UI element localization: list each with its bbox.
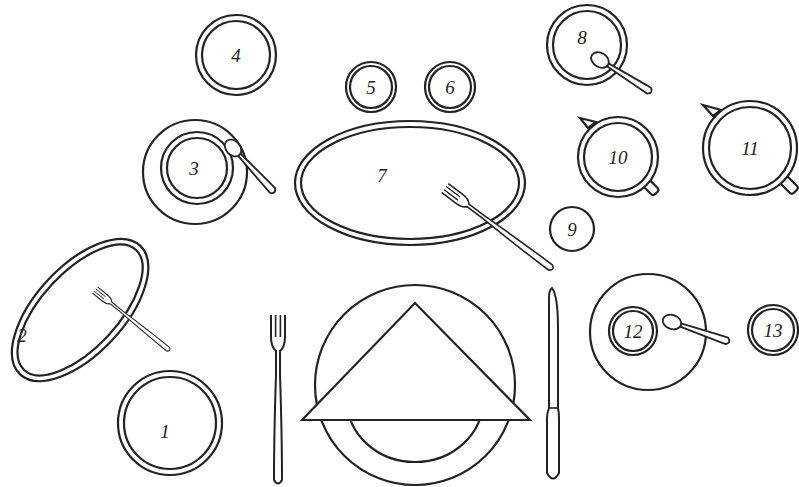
dish-well [709, 107, 791, 189]
dish-rim [748, 305, 798, 355]
callout-number: 13 [764, 321, 783, 340]
tableware-item: 2 [9, 236, 151, 384]
callout-number: 9 [567, 220, 577, 239]
platter-rim [0, 216, 172, 405]
callout-number: 1 [160, 422, 170, 441]
dish-rim [550, 207, 594, 251]
tableware-item: 8 [544, 2, 630, 88]
platter-well [0, 224, 164, 396]
tableware-outline [115, 368, 225, 478]
callout-number: 4 [231, 46, 241, 65]
teaspoon [221, 136, 279, 197]
saucer [143, 120, 247, 224]
tableware-item: 1 [115, 368, 225, 478]
tableware-item: 12 [606, 304, 660, 358]
platter-well [301, 127, 519, 239]
dish-rim [703, 101, 797, 195]
serving-fork [442, 184, 556, 274]
dish-well [124, 377, 216, 469]
dish-well [429, 66, 471, 108]
callout-number: 8 [577, 28, 587, 47]
tableware-item: 10 [575, 114, 661, 200]
plate-well [347, 338, 483, 462]
callout-number: 6 [445, 78, 455, 97]
tableware-outline [9, 236, 151, 384]
dish-rim [196, 15, 276, 95]
tableware-item: 11 [700, 98, 799, 198]
callout-number: 10 [609, 148, 628, 167]
callout-number: 12 [624, 322, 643, 341]
tableware-outline [292, 118, 528, 248]
dish-well [553, 11, 621, 79]
dish-rim [578, 117, 658, 197]
tableware-outline [544, 2, 630, 88]
tableware-item: 3 [158, 129, 236, 207]
dinner-fork [271, 315, 285, 484]
napkin [302, 303, 530, 420]
serving-fork [92, 287, 172, 354]
teaspoon [588, 49, 655, 98]
dish-well [613, 311, 653, 351]
dish-rim [547, 5, 627, 85]
tableware-item: 4 [193, 12, 279, 98]
dish-well [752, 309, 794, 351]
dish-rim [346, 62, 396, 112]
knife [547, 288, 559, 479]
callout-number: 5 [366, 78, 376, 97]
tableware-item: 6 [422, 59, 478, 115]
dish-rim [425, 62, 475, 112]
teaspoon [661, 312, 732, 348]
callout-number: 11 [741, 139, 759, 158]
dish-rim [609, 307, 657, 355]
callout-number: 7 [377, 166, 387, 185]
dish-rim [161, 132, 233, 204]
dish-well [584, 123, 652, 191]
saucer [590, 274, 706, 390]
callout-number: 2 [17, 325, 27, 344]
dinner-plate [315, 285, 515, 485]
dish-well [167, 138, 227, 198]
tableware-item: 9 [547, 204, 597, 254]
tableware-item: 13 [745, 302, 799, 358]
dish-well [202, 21, 270, 89]
platter-rim [295, 121, 525, 245]
callout-number: 3 [189, 159, 199, 178]
dish-well [350, 66, 392, 108]
tableware-item: 7 [292, 118, 528, 248]
dish-rim [118, 371, 222, 475]
tableware-item: 5 [343, 59, 399, 115]
